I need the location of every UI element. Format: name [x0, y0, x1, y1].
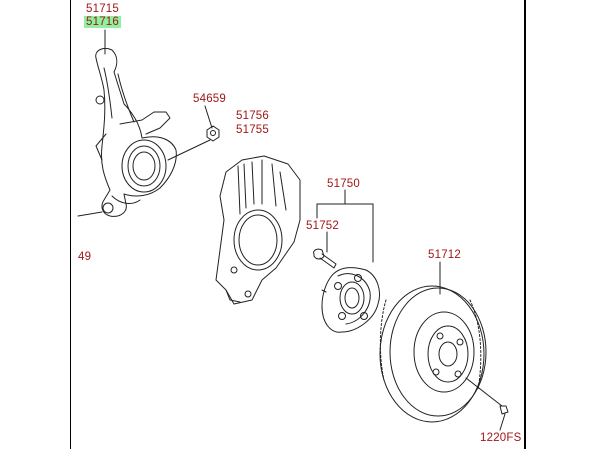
steering-knuckle[interactable] [77, 47, 211, 217]
label-brake-disc-51712[interactable]: 51712 [428, 249, 461, 261]
frame-left-edge [70, 0, 71, 449]
nut-54659[interactable] [206, 125, 220, 142]
label-nut-54659[interactable]: 54659 [193, 93, 226, 105]
label-knuckle-51715[interactable]: 51715 [86, 3, 119, 15]
label-screw-1220fs[interactable]: 1220FS [480, 432, 522, 444]
label-hub-bolt-51752[interactable]: 51752 [306, 220, 339, 232]
wheel-hub-51750[interactable] [321, 267, 380, 333]
label-dust-shield-51756[interactable]: 51756 [236, 110, 269, 122]
frame-right-edge [524, 0, 526, 449]
label-knuckle-51716-highlighted[interactable]: 51716 [84, 16, 121, 28]
hub-bolt-51752[interactable] [313, 248, 337, 269]
dust-shield[interactable] [215, 155, 301, 305]
leader-lines [104, 29, 506, 431]
disc-screw-1220fs[interactable] [465, 377, 509, 415]
brake-disc-51712[interactable] [379, 285, 487, 423]
label-side-ref-49: 49 [78, 251, 92, 263]
label-hub-assy-51750[interactable]: 51750 [327, 178, 360, 190]
label-dust-shield-51755[interactable]: 51755 [236, 124, 269, 136]
